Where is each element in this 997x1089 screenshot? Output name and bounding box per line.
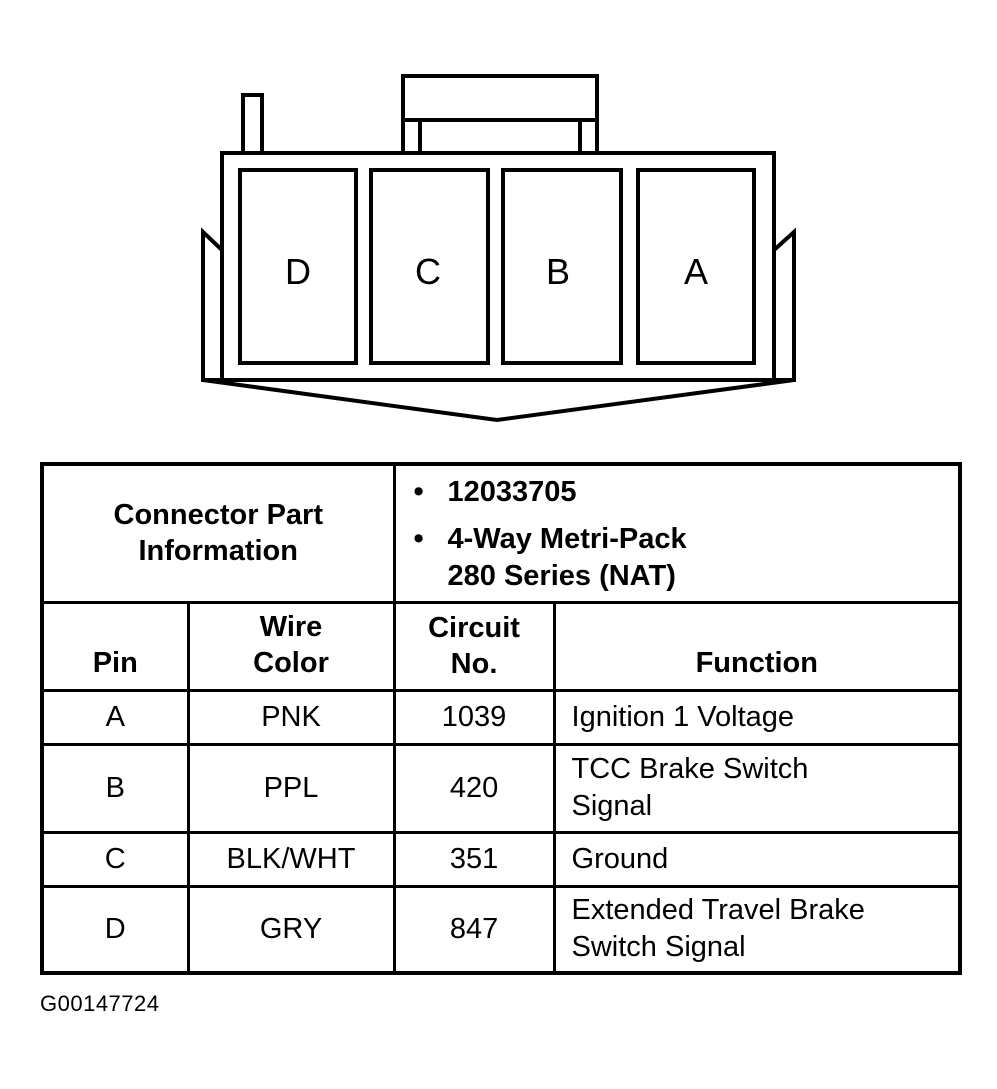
bullet-icon: • [413,523,424,555]
function-cell: TCC Brake Switch Signal [552,742,962,834]
circuit-cell: 1039 [392,688,556,746]
header-circuit-no: Circuit No. [392,600,556,692]
pin-cell: A [40,688,190,746]
pin-cell: B [40,742,190,834]
wire-color-cell: BLK/WHT [186,830,396,888]
part-info-label: Connector Part Information [40,462,396,604]
cavity-label-d: D [285,251,311,292]
function-cell: Extended Travel Brake Switch Signal [552,884,962,975]
cavity-d [238,168,358,365]
circuit-cell: 351 [392,830,556,888]
header-pin: Pin [40,600,190,692]
part-number-item: • 12033705 [414,474,959,511]
cavity-b [501,168,623,365]
cavity-c [369,168,490,365]
part-numbers: • 12033705 • 4-Way Metri-Pack 280 Series… [392,462,962,604]
header-function: Function [552,600,962,692]
column-header-row: Pin Wire Color Circuit No. Function [40,600,962,692]
connector-bottom [202,378,795,423]
wire-color-cell: PNK [186,688,396,746]
cavity-label-a: A [684,251,708,292]
circuit-cell: 847 [392,884,556,975]
table-row: C BLK/WHT 351 Ground [40,830,962,888]
table-row: A PNK 1039 Ignition 1 Voltage [40,688,962,746]
latch-tab [401,74,599,153]
bullet-icon: • [413,476,424,508]
left-wing [201,227,224,382]
wire-color-cell: GRY [186,884,396,975]
header-wire-color: Wire Color [186,600,396,692]
connector-info-table: Connector Part Information • 12033705 • … [40,462,963,975]
alignment-post [241,93,264,153]
function-cell: Ground [552,830,962,888]
cavity-label-b: B [546,251,570,292]
connector-diagram: D C B A [201,74,796,423]
table-row: B PPL 420 TCC Brake Switch Signal [40,742,962,834]
part-number-item: • 4-Way Metri-Pack 280 Series (NAT) [413,523,687,592]
cavity-label-c: C [415,251,441,292]
wire-color-cell: PPL [186,742,396,834]
pin-cell: D [40,884,190,975]
part-info-row: Connector Part Information • 12033705 • … [40,462,962,604]
table-row: D GRY 847 Extended Travel Brake Switch S… [40,884,962,975]
cavity-a [636,168,756,365]
circuit-cell: 420 [392,742,556,834]
function-cell: Ignition 1 Voltage [552,688,962,746]
figure-id: G00147724 [40,991,160,1016]
right-wing [772,227,796,382]
pin-cell: C [40,830,190,888]
